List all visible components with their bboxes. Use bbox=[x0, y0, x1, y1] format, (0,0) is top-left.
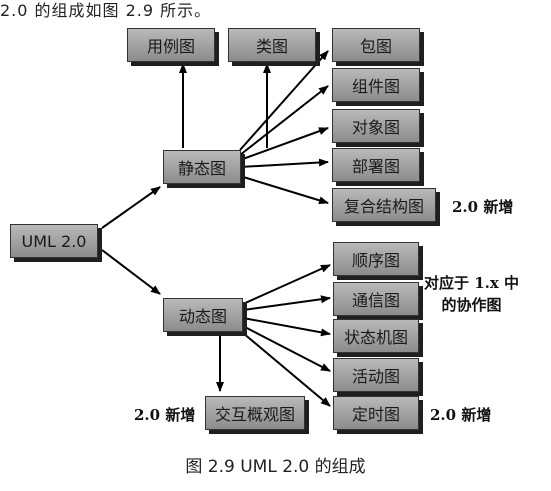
figure-caption: 图 2.9 UML 2.0 的组成 bbox=[185, 457, 366, 477]
node-dynamic-diagram: 动态图 bbox=[163, 298, 243, 332]
note-communication-line1: 对应于 1.x 中 bbox=[424, 274, 520, 292]
node-sequence-diagram: 顺序图 bbox=[333, 242, 419, 276]
arrow-dynamic-to-communication bbox=[242, 295, 331, 311]
arrow-static-to-package bbox=[239, 50, 329, 151]
note-timing-new: 2.0 新增 bbox=[430, 406, 492, 424]
arrow-dynamic-to-timing bbox=[242, 332, 331, 407]
arrow-root-to-static bbox=[101, 186, 161, 229]
arrow-root-to-dynamic bbox=[101, 249, 161, 295]
node-uml-root: UML 2.0 bbox=[10, 224, 98, 258]
arrow-static-to-component bbox=[239, 85, 329, 156]
node-interaction-overview-diagram: 交互概观图 bbox=[205, 396, 305, 430]
node-class-diagram: 类图 bbox=[228, 28, 316, 62]
arrow-dynamic-to-statemachine bbox=[242, 317, 331, 337]
node-static-diagram: 静态图 bbox=[163, 150, 241, 184]
node-activity-diagram: 活动图 bbox=[333, 358, 419, 392]
node-object-diagram: 对象图 bbox=[332, 109, 420, 143]
node-usecase-diagram: 用例图 bbox=[127, 28, 215, 62]
arrow-static-to-composite bbox=[239, 175, 329, 205]
note-overview-new: 2.0 新增 bbox=[134, 406, 196, 424]
node-package-diagram: 包图 bbox=[332, 28, 420, 62]
node-composite-structure-diagram: 复合结构图 bbox=[332, 188, 436, 222]
node-communication-diagram: 通信图 bbox=[333, 282, 419, 316]
node-state-machine-diagram: 状态机图 bbox=[333, 319, 419, 353]
arrow-static-to-object bbox=[239, 127, 329, 161]
arrow-dynamic-to-sequence bbox=[242, 264, 331, 305]
node-component-diagram: 组件图 bbox=[332, 68, 420, 102]
arrow-dynamic-to-activity bbox=[242, 325, 331, 372]
note-composite-new: 2.0 新增 bbox=[452, 198, 514, 216]
node-deployment-diagram: 部署图 bbox=[332, 148, 420, 182]
note-communication-mapping: 对应于 1.x 中 的协作图 bbox=[424, 272, 519, 316]
arrow-static-to-deployment bbox=[239, 158, 329, 168]
note-communication-line2: 的协作图 bbox=[441, 296, 502, 314]
node-timing-diagram: 定时图 bbox=[333, 396, 419, 430]
top-caption-text: 2.0 的组成如图 2.9 所示。 bbox=[0, 1, 212, 20]
